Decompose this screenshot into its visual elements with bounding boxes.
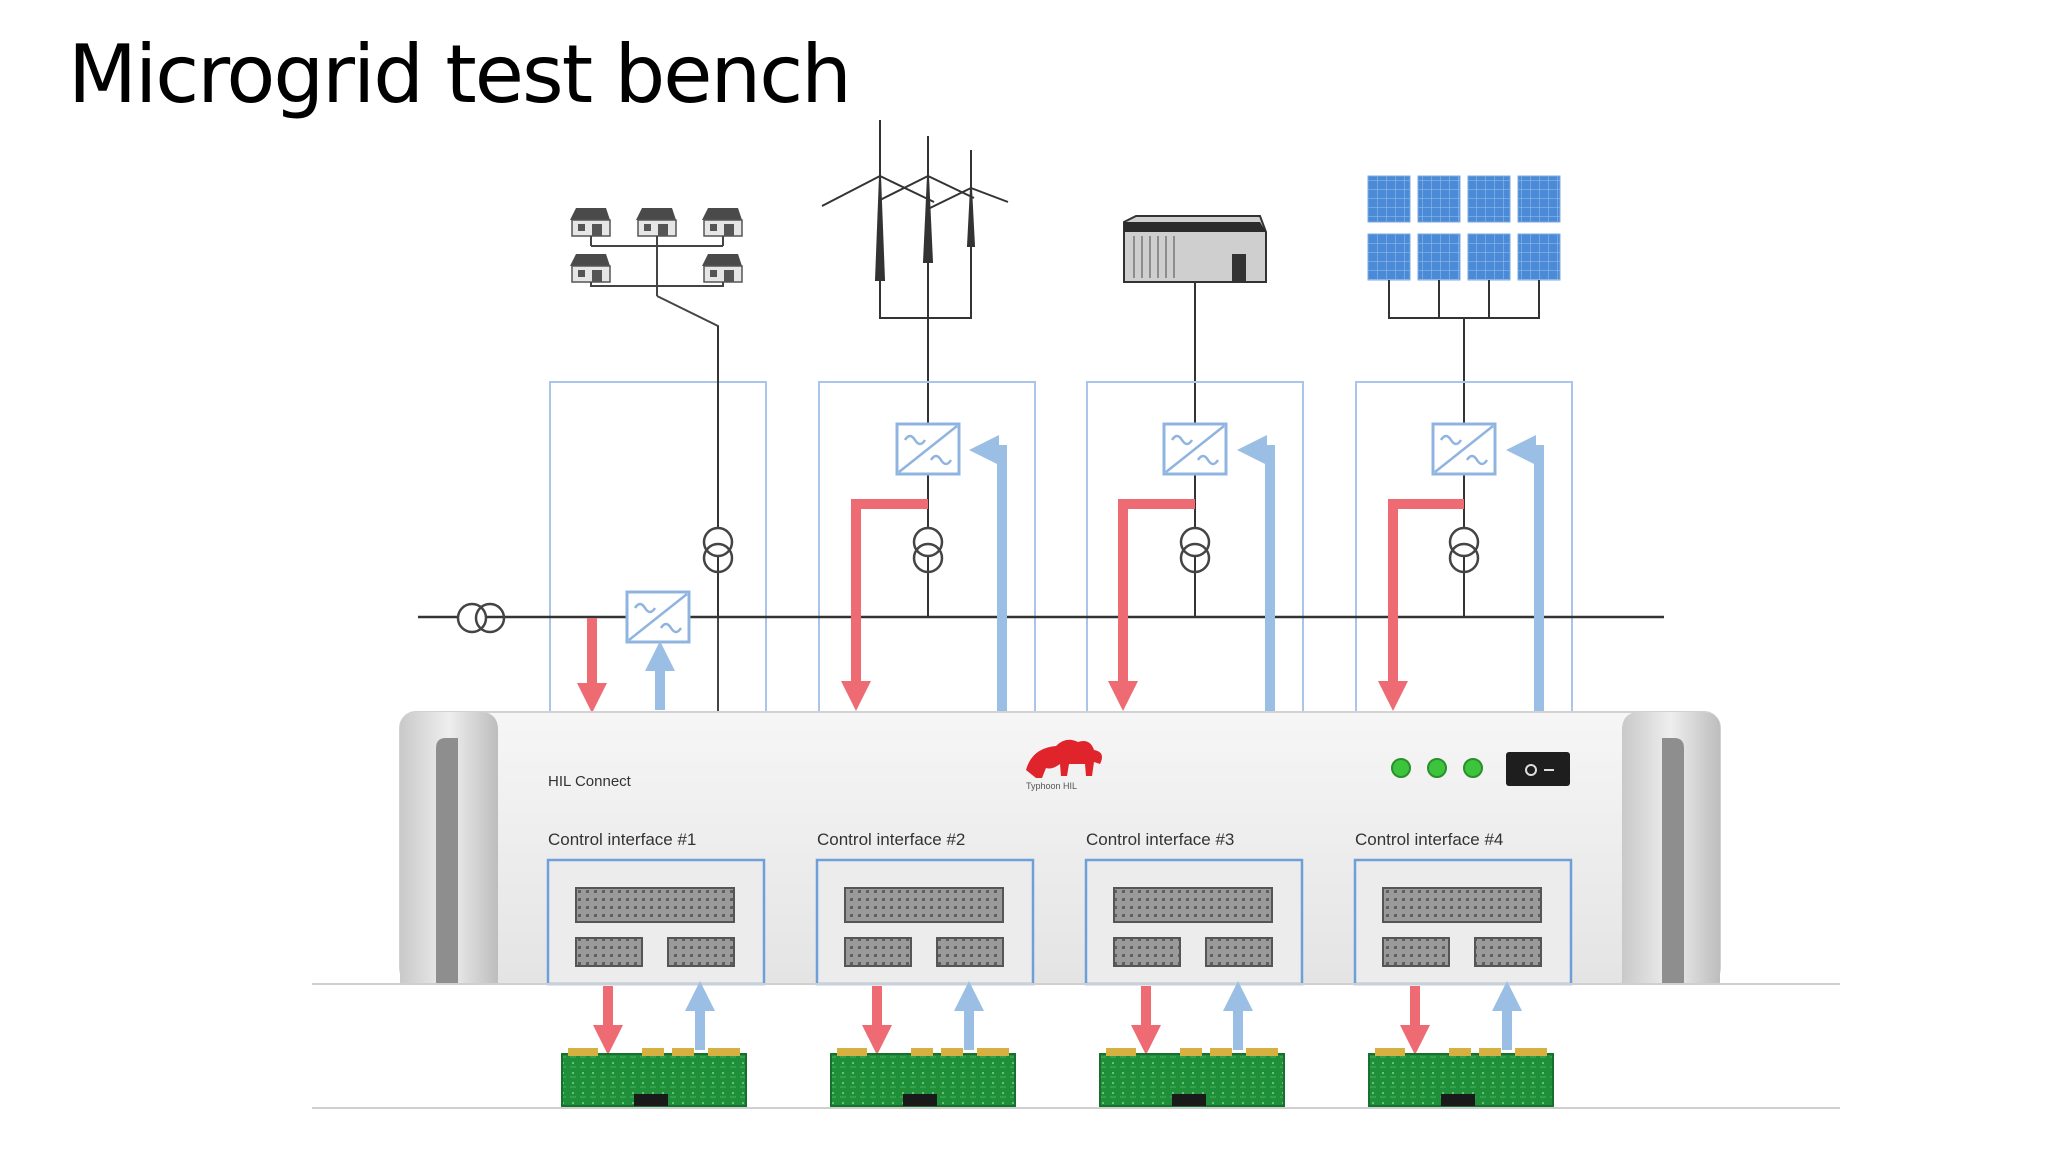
control-interface-panel <box>1353 858 1573 986</box>
controller-arrows <box>593 981 1522 1055</box>
connector-small <box>575 937 643 967</box>
control-interface-label-4: Control interface #4 <box>1355 830 1503 849</box>
connector-large <box>1382 887 1542 923</box>
control-interface-label-3: Control interface #3 <box>1086 830 1234 849</box>
connector-small <box>1205 937 1273 967</box>
wind-turbines-icon <box>821 120 1009 520</box>
typhoon-hil-logo <box>1026 739 1102 778</box>
transformer-icons <box>702 526 1480 574</box>
status-led <box>1427 758 1447 778</box>
pcb-board-icon <box>1099 1048 1285 1107</box>
ac-bus <box>418 326 1664 642</box>
connector-small <box>1474 937 1542 967</box>
pcb-board-icon <box>561 1048 747 1107</box>
interface-frames <box>549 381 1573 713</box>
connector-large <box>575 887 735 923</box>
status-lights <box>1391 758 1483 778</box>
control-interface-panel <box>1084 858 1304 986</box>
status-led <box>1391 758 1411 778</box>
solar-panels-icon <box>1367 175 1561 520</box>
connector-small <box>1382 937 1450 967</box>
connector-small <box>1113 937 1181 967</box>
signal-arrows <box>577 435 1544 713</box>
status-led <box>1463 758 1483 778</box>
power-switch[interactable] <box>1506 752 1570 786</box>
connector-large <box>1113 887 1273 923</box>
control-interface-panel <box>815 858 1035 986</box>
houses-icon <box>569 207 743 840</box>
slide-title: Microgrid test bench <box>68 28 852 121</box>
control-interface-panel <box>546 858 766 986</box>
connector-small <box>844 937 912 967</box>
control-interface-label-1: Control interface #1 <box>548 830 696 849</box>
pcb-board-icon <box>830 1048 1016 1107</box>
control-interface-panels <box>546 858 1573 986</box>
connector-small <box>936 937 1004 967</box>
controller-boards <box>561 1048 1554 1107</box>
logo-text: Typhoon HIL <box>1026 781 1077 791</box>
control-interface-label-2: Control interface #2 <box>817 830 965 849</box>
connector-small <box>667 937 735 967</box>
pcb-board-icon <box>1368 1048 1554 1107</box>
device-name: HIL Connect <box>548 773 632 790</box>
converter-icons <box>625 422 1497 644</box>
generator-building-icon <box>1123 215 1267 520</box>
connector-large <box>844 887 1004 923</box>
